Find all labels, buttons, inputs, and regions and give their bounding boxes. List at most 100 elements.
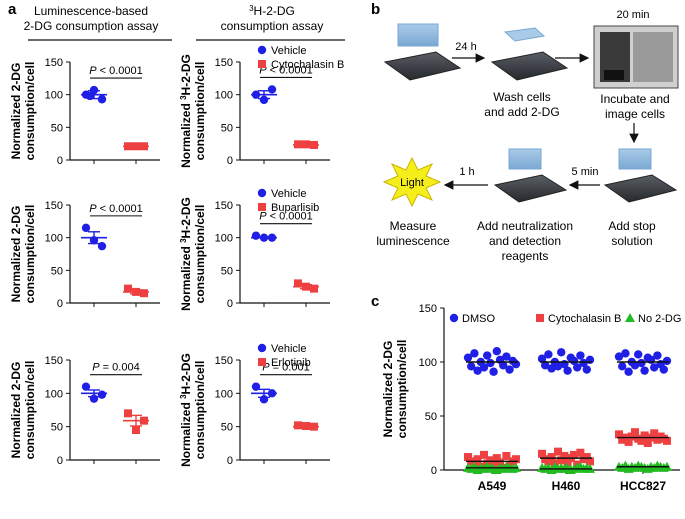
- vehicle-point: [467, 362, 476, 371]
- p-value: = 0.004: [100, 362, 140, 374]
- y-tick-label: 150: [215, 355, 233, 367]
- y-tick-label: 50: [425, 411, 437, 423]
- vehicle-point: [640, 366, 649, 375]
- p-value-annotation: P < 0.0001: [89, 65, 143, 77]
- y-tick-label: 50: [51, 122, 63, 134]
- y-tick-label: 0: [57, 455, 63, 467]
- pipette-tips-1: [397, 23, 439, 47]
- vehicle-point: [537, 354, 547, 363]
- p-value-annotation: P = 0.004: [92, 362, 139, 374]
- treated-point: [586, 457, 594, 466]
- y-tick-label: 100: [419, 357, 437, 369]
- legend-label-vehicle: DMSO: [462, 313, 495, 325]
- vehicle-point: [267, 85, 277, 94]
- treated-point: [480, 450, 488, 459]
- label-5min: 5 min: [572, 166, 599, 178]
- lid-2: [503, 27, 546, 42]
- col2-title-rest: H-2-DG: [254, 4, 295, 18]
- treated-point: [624, 437, 633, 446]
- legend-label-vehicle: Vehicle: [271, 343, 306, 355]
- treated-point: [627, 432, 636, 441]
- y-tick-label: 0: [227, 298, 233, 310]
- treated-point: [492, 454, 501, 463]
- treated-point: [547, 453, 556, 462]
- label-20min: 20 min: [616, 9, 649, 21]
- y-axis-label-line1: Normalized 3H-2-DG: [179, 54, 193, 168]
- label-1h: 1 h: [459, 166, 474, 178]
- y-axis-label-line1: Normalized 2-DG: [9, 206, 23, 303]
- plate-stop: [603, 174, 678, 203]
- y-axis-label-line2: consumption/cell: [23, 361, 37, 460]
- legend-marker-treated: [258, 203, 266, 211]
- treated-point: [576, 448, 585, 457]
- y-tick-label: 150: [215, 57, 233, 69]
- y-axis-label-line1: Normalized 3H-2-DG: [179, 197, 193, 311]
- vehicle-point: [81, 382, 91, 391]
- y-tick-label: 0: [57, 155, 63, 167]
- vehicle-point: [463, 353, 473, 362]
- y-tick-label: 150: [45, 200, 63, 212]
- treated-point: [294, 421, 302, 430]
- vehicle-point: [573, 363, 582, 372]
- vehicle-point: [569, 356, 579, 366]
- legend-marker-treated: [258, 60, 266, 68]
- p-value: < 0.0001: [267, 211, 313, 223]
- p-label: P: [89, 65, 97, 77]
- step-measure-line1: Measure: [390, 219, 437, 233]
- p-label: P: [259, 64, 267, 76]
- legend-marker-vehicle: [257, 45, 267, 55]
- y-tick-label: 150: [45, 355, 63, 367]
- light-label: Light: [400, 177, 424, 189]
- panel-label-c: c: [371, 293, 379, 310]
- y-tick-label: 100: [45, 90, 63, 102]
- vehicle-point: [259, 95, 269, 105]
- step-stop-line2: solution: [611, 234, 652, 248]
- step-measure-line2: luminescence: [376, 234, 450, 248]
- p-value-annotation: P < 0.0001: [259, 64, 313, 76]
- y-tick-label: 100: [215, 90, 233, 102]
- y-label-rest: H-2-DG: [179, 197, 193, 238]
- y-label-superscript: 3: [179, 95, 188, 100]
- vehicle-point: [547, 364, 556, 373]
- treated-point: [615, 430, 623, 439]
- vehicle-point: [553, 362, 563, 371]
- vehicle-point: [473, 366, 482, 375]
- plate-step-neutral: [493, 148, 568, 203]
- y-label-prefix: Normalized: [179, 100, 193, 168]
- y-tick-label: 50: [221, 422, 233, 434]
- vehicle-point: [650, 363, 659, 372]
- vehicle-point: [653, 351, 662, 360]
- treated-point: [538, 449, 546, 458]
- x-tick-label: H460: [552, 479, 581, 493]
- y-label-prefix: Normalized: [179, 243, 193, 311]
- vehicle-point: [81, 223, 91, 233]
- vehicle-point: [557, 348, 566, 357]
- plate-step1: [383, 23, 462, 81]
- vehicle-point: [505, 365, 514, 374]
- y-tick-label: 0: [227, 455, 233, 467]
- vehicle-point: [582, 365, 591, 374]
- vehicle-point: [492, 347, 501, 356]
- plate-neutral: [493, 174, 568, 203]
- vehicle-point: [251, 231, 261, 240]
- panel-label-b: b: [371, 1, 380, 18]
- legend-marker-treated: [258, 358, 266, 366]
- treated-point: [582, 453, 591, 462]
- step-wash-line2: and add 2-DG: [484, 105, 559, 119]
- p-label: P: [92, 362, 100, 374]
- legend-marker-vehicle: [257, 188, 267, 198]
- step-neutral-line1: Add neutralization: [477, 219, 573, 233]
- y-axis-label-line2: consumption/cell: [193, 361, 207, 460]
- p-value: < 0.0001: [97, 65, 143, 77]
- vehicle-point: [97, 390, 107, 399]
- vehicle-point: [486, 358, 495, 368]
- y-tick-label: 100: [215, 388, 233, 400]
- y-label-superscript: 3: [179, 238, 188, 243]
- y-tick-label: 50: [221, 265, 233, 277]
- light-burst-icon: [382, 156, 442, 208]
- y-axis-label-line2: consumption/cell: [395, 340, 409, 439]
- treated-point: [473, 455, 482, 464]
